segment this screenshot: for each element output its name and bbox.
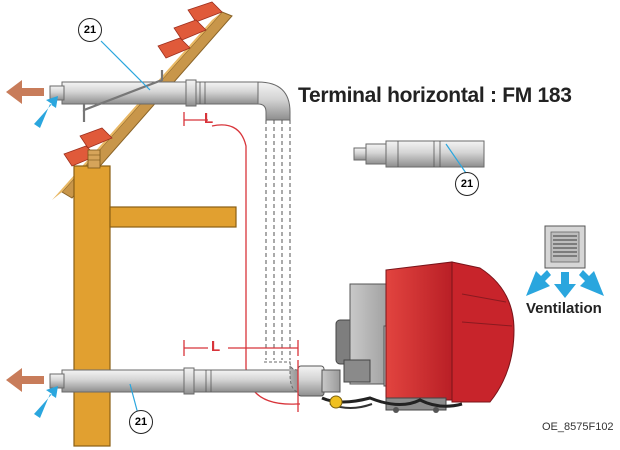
burner-unit <box>321 261 515 413</box>
ventilation-label: Ventilation <box>526 300 602 317</box>
length-dimension-bottom <box>183 340 299 412</box>
diagram-title: Terminal horizontal : FM 183 <box>298 84 572 107</box>
vertical-option-pipe <box>265 120 291 360</box>
fm183-terminal-detail <box>353 140 485 168</box>
exhaust-arrow-icon <box>6 80 44 392</box>
part-callout-fm183: 21 <box>455 172 479 196</box>
callout-leaders <box>100 40 469 415</box>
intake-arrow-icon <box>34 96 58 418</box>
length-label-bottom: L <box>211 338 221 355</box>
timber-mast <box>73 149 237 447</box>
reference-code: OE_8575F102 <box>542 421 614 433</box>
length-label-top: L <box>204 110 214 127</box>
airflow-arrow-icon <box>526 270 604 298</box>
roof-terminal-pipe <box>49 70 291 122</box>
part-callout-wall: 21 <box>129 410 153 434</box>
length-dimension-top <box>183 112 300 405</box>
ventilation-grille-icon <box>544 225 586 269</box>
part-callout-roof: 21 <box>78 18 102 42</box>
